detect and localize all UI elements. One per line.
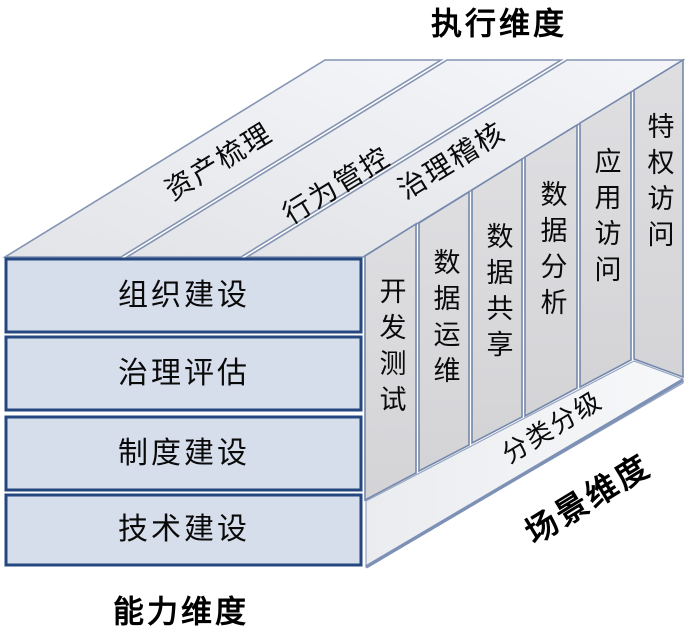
scenario-column-5	[579, 90, 632, 389]
capability-row-box-3	[4, 415, 363, 492]
scenario-column-3	[471, 157, 523, 445]
capability-row-box-2	[4, 335, 363, 412]
top-face-strip-1	[2, 59, 444, 258]
capability-row-box-1	[4, 257, 363, 334]
scenario-col-data-analysis: 数据分析	[536, 180, 567, 324]
capability-dimension-title: 能力维度	[113, 594, 249, 630]
capability-row-evaluation: 治理评估	[118, 357, 250, 390]
execution-dimension-title: 执行维度	[431, 6, 567, 42]
scenario-column-2	[418, 190, 470, 473]
scenario-col-privileged-access: 特权访问	[643, 112, 674, 256]
capability-row-policy: 制度建设	[118, 437, 250, 470]
scenario-col-dev-test: 开发测试	[375, 277, 406, 421]
capability-row-box-4	[4, 493, 363, 567]
scenario-column-4	[524, 123, 578, 418]
scenario-column-6	[633, 58, 684, 379]
capability-row-organization: 组织建设	[118, 279, 250, 312]
scenario-col-data-sharing: 数据共享	[482, 222, 513, 366]
floor-outer-edge	[365, 378, 684, 569]
scenario-column-1	[364, 222, 417, 502]
scenario-col-app-access: 应用访问	[590, 147, 621, 291]
scenario-col-data-ops: 数据运维	[429, 248, 460, 392]
capability-row-technology: 技术建设	[118, 513, 250, 546]
top-face-strip-2	[124, 59, 564, 258]
